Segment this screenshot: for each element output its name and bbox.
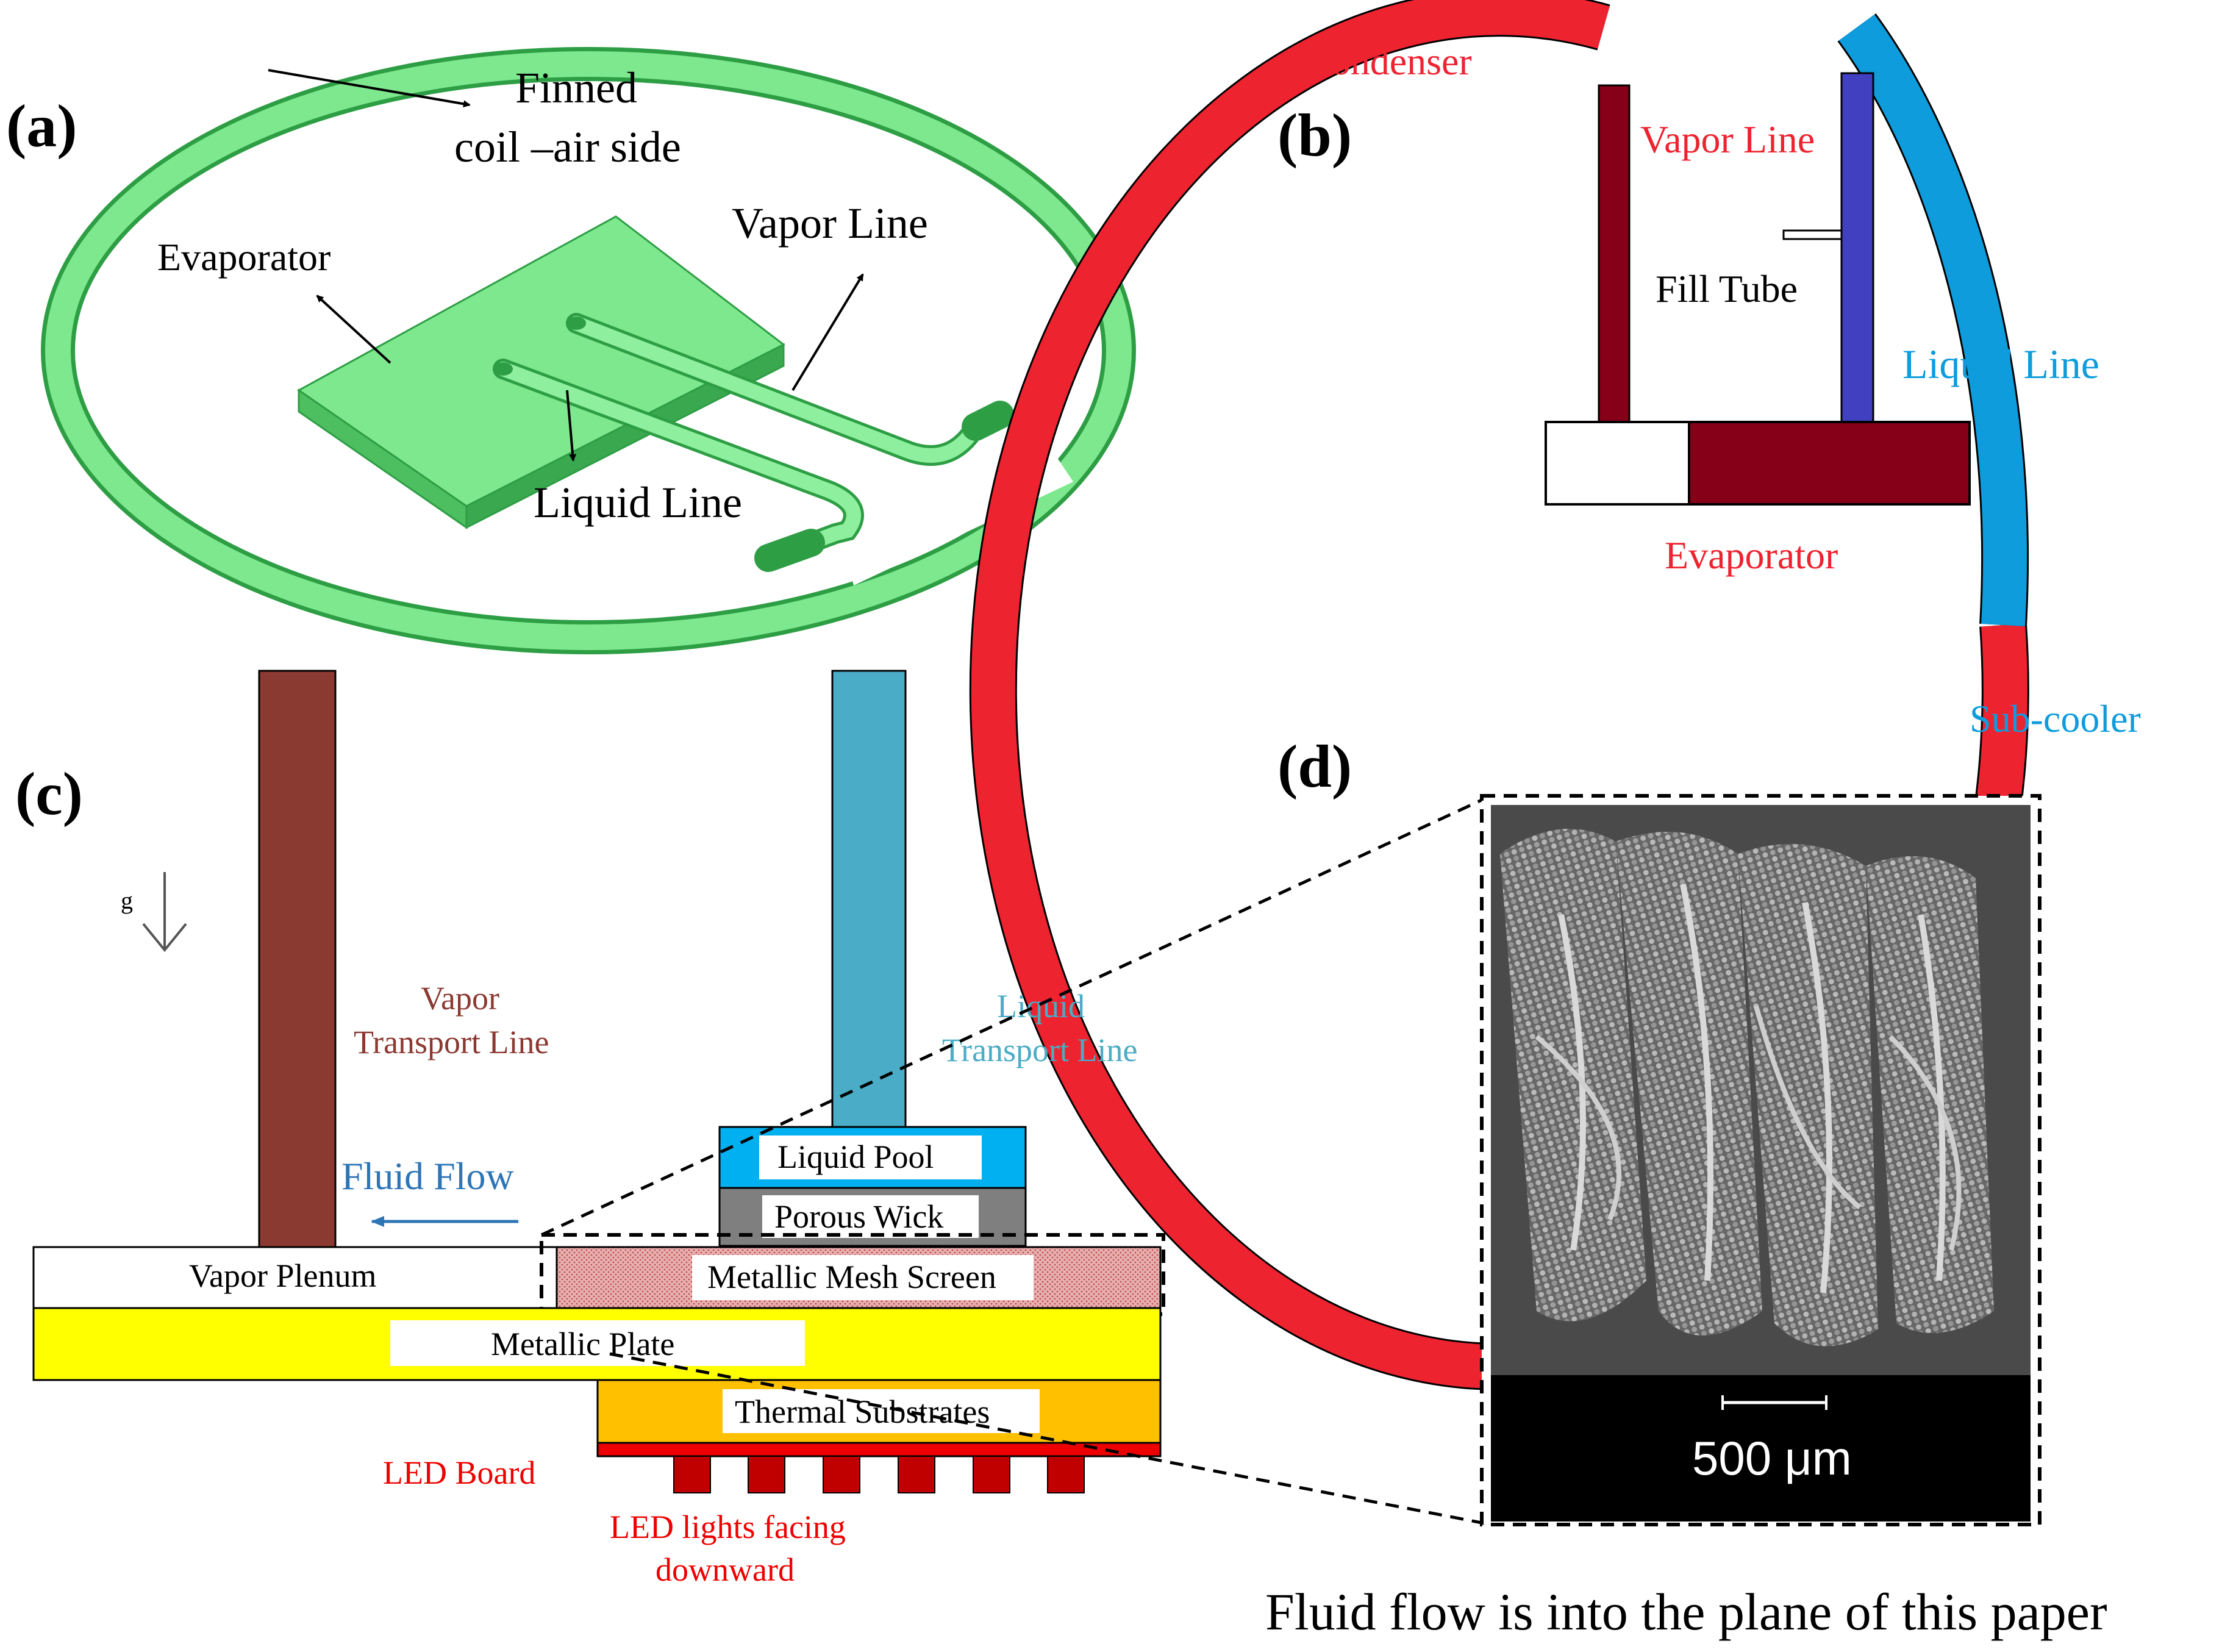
coil-arrow (268, 69, 471, 108)
porous-wick-box (762, 1195, 979, 1238)
scale-bar-label: 500 μm (1692, 1431, 1852, 1485)
liquid-transport-label-2: Transport Line (942, 1032, 1138, 1068)
led-light (973, 1456, 1010, 1493)
evaporator-red-part (1688, 421, 1971, 506)
panel-c: (c) g Liquid Pool Porous Wick Vapor Plen… (15, 670, 1165, 1588)
led-light (748, 1456, 785, 1493)
metallic-plate-label: Metallic Plate (491, 1326, 674, 1362)
mesh-screen-label: Metallic Mesh Screen (707, 1259, 996, 1295)
vapor-line-port (566, 316, 586, 330)
panel-a: (a) Finned coil –air side Evaporator Vap… (6, 47, 1136, 654)
led-board (596, 1442, 1162, 1457)
led-light (898, 1456, 935, 1493)
fill-tube (1782, 229, 1843, 240)
vapor-transport-label-1: Vapor (421, 980, 499, 1017)
liquid-line-bar (1840, 72, 1874, 425)
led-light (823, 1456, 860, 1493)
liquid-pool-label: Liquid Pool (777, 1139, 934, 1175)
fill-tube-label: Fill Tube (1656, 267, 1798, 310)
led-lights-label-1: LED lights facing (610, 1509, 846, 1545)
liquid-pool-box (759, 1135, 982, 1179)
panel-d-caption: Fluid flow is into the plane of this pap… (1265, 1582, 2107, 1641)
liquid-transport-line (831, 670, 907, 1129)
liquid-line-pipe-fill (496, 362, 861, 550)
led-lights (673, 1456, 1085, 1493)
led-lights-label-2: downward (656, 1551, 795, 1588)
vapor-line-arrow (791, 273, 864, 392)
condenser-label: Condenser (1305, 40, 1472, 83)
vapor-plenum-label: Vapor Plenum (189, 1257, 376, 1294)
liquid-line-arrow (566, 390, 577, 462)
metallic-plate-box (390, 1320, 805, 1366)
panel-d: (d) 500 μm Fluid flow is into the plane … (1265, 732, 2107, 1641)
subcooler-arc-fill (1838, 14, 2027, 627)
vapor-transport-label-2: Transport Line (354, 1024, 549, 1060)
finned-coil-label-2: coil –air side (454, 123, 681, 171)
subcooler-label: Sub-cooler (1970, 697, 2141, 740)
panel-a-tag: (a) (6, 92, 77, 160)
liquid-line-port (493, 362, 513, 376)
liquid-line-label: Liquid Line (534, 478, 742, 527)
evaporator-b-label: Evaporator (1665, 534, 1838, 577)
vapor-line-b-label: Vapor Line (1640, 118, 1815, 161)
led-light (673, 1456, 711, 1493)
finned-coil-label-1: Finned (515, 63, 637, 112)
sem-image (1491, 805, 2031, 1375)
gravity-arrow-head (142, 923, 187, 953)
led-board-label: LED Board (383, 1454, 535, 1491)
porous-wick-label: Porous Wick (774, 1198, 943, 1235)
panel-b-tag: (b) (1277, 101, 1352, 169)
finned-coil-ring-highlight (45, 51, 1132, 650)
evaporator-plate (297, 215, 785, 529)
panel-d-tag: (d) (1277, 732, 1352, 800)
coil-end-stub-1 (962, 401, 1014, 441)
sem-scale-strip (1491, 1375, 2031, 1521)
fluid-flow-label: Fluid Flow (341, 1154, 514, 1198)
thermal-substrates-label: Thermal Substrates (735, 1393, 990, 1430)
evaporator-arrow (316, 295, 391, 364)
gravity-label: g (121, 887, 133, 914)
vapor-line-label: Vapor Line (732, 199, 928, 248)
coil-end-stub-2 (754, 529, 825, 572)
vapor-transport-line (258, 670, 337, 1248)
liquid-line-b-label: Liquid Line (1902, 341, 2099, 387)
led-light (1047, 1456, 1085, 1493)
vapor-line-bar (1598, 84, 1631, 425)
panel-c-tag: (c) (15, 760, 83, 828)
evaporator-white-part (1545, 421, 1690, 506)
evaporator-label: Evaporator (157, 235, 330, 279)
zoom-line-bottom (609, 1352, 1491, 1526)
mesh-screen-box (692, 1255, 1034, 1300)
